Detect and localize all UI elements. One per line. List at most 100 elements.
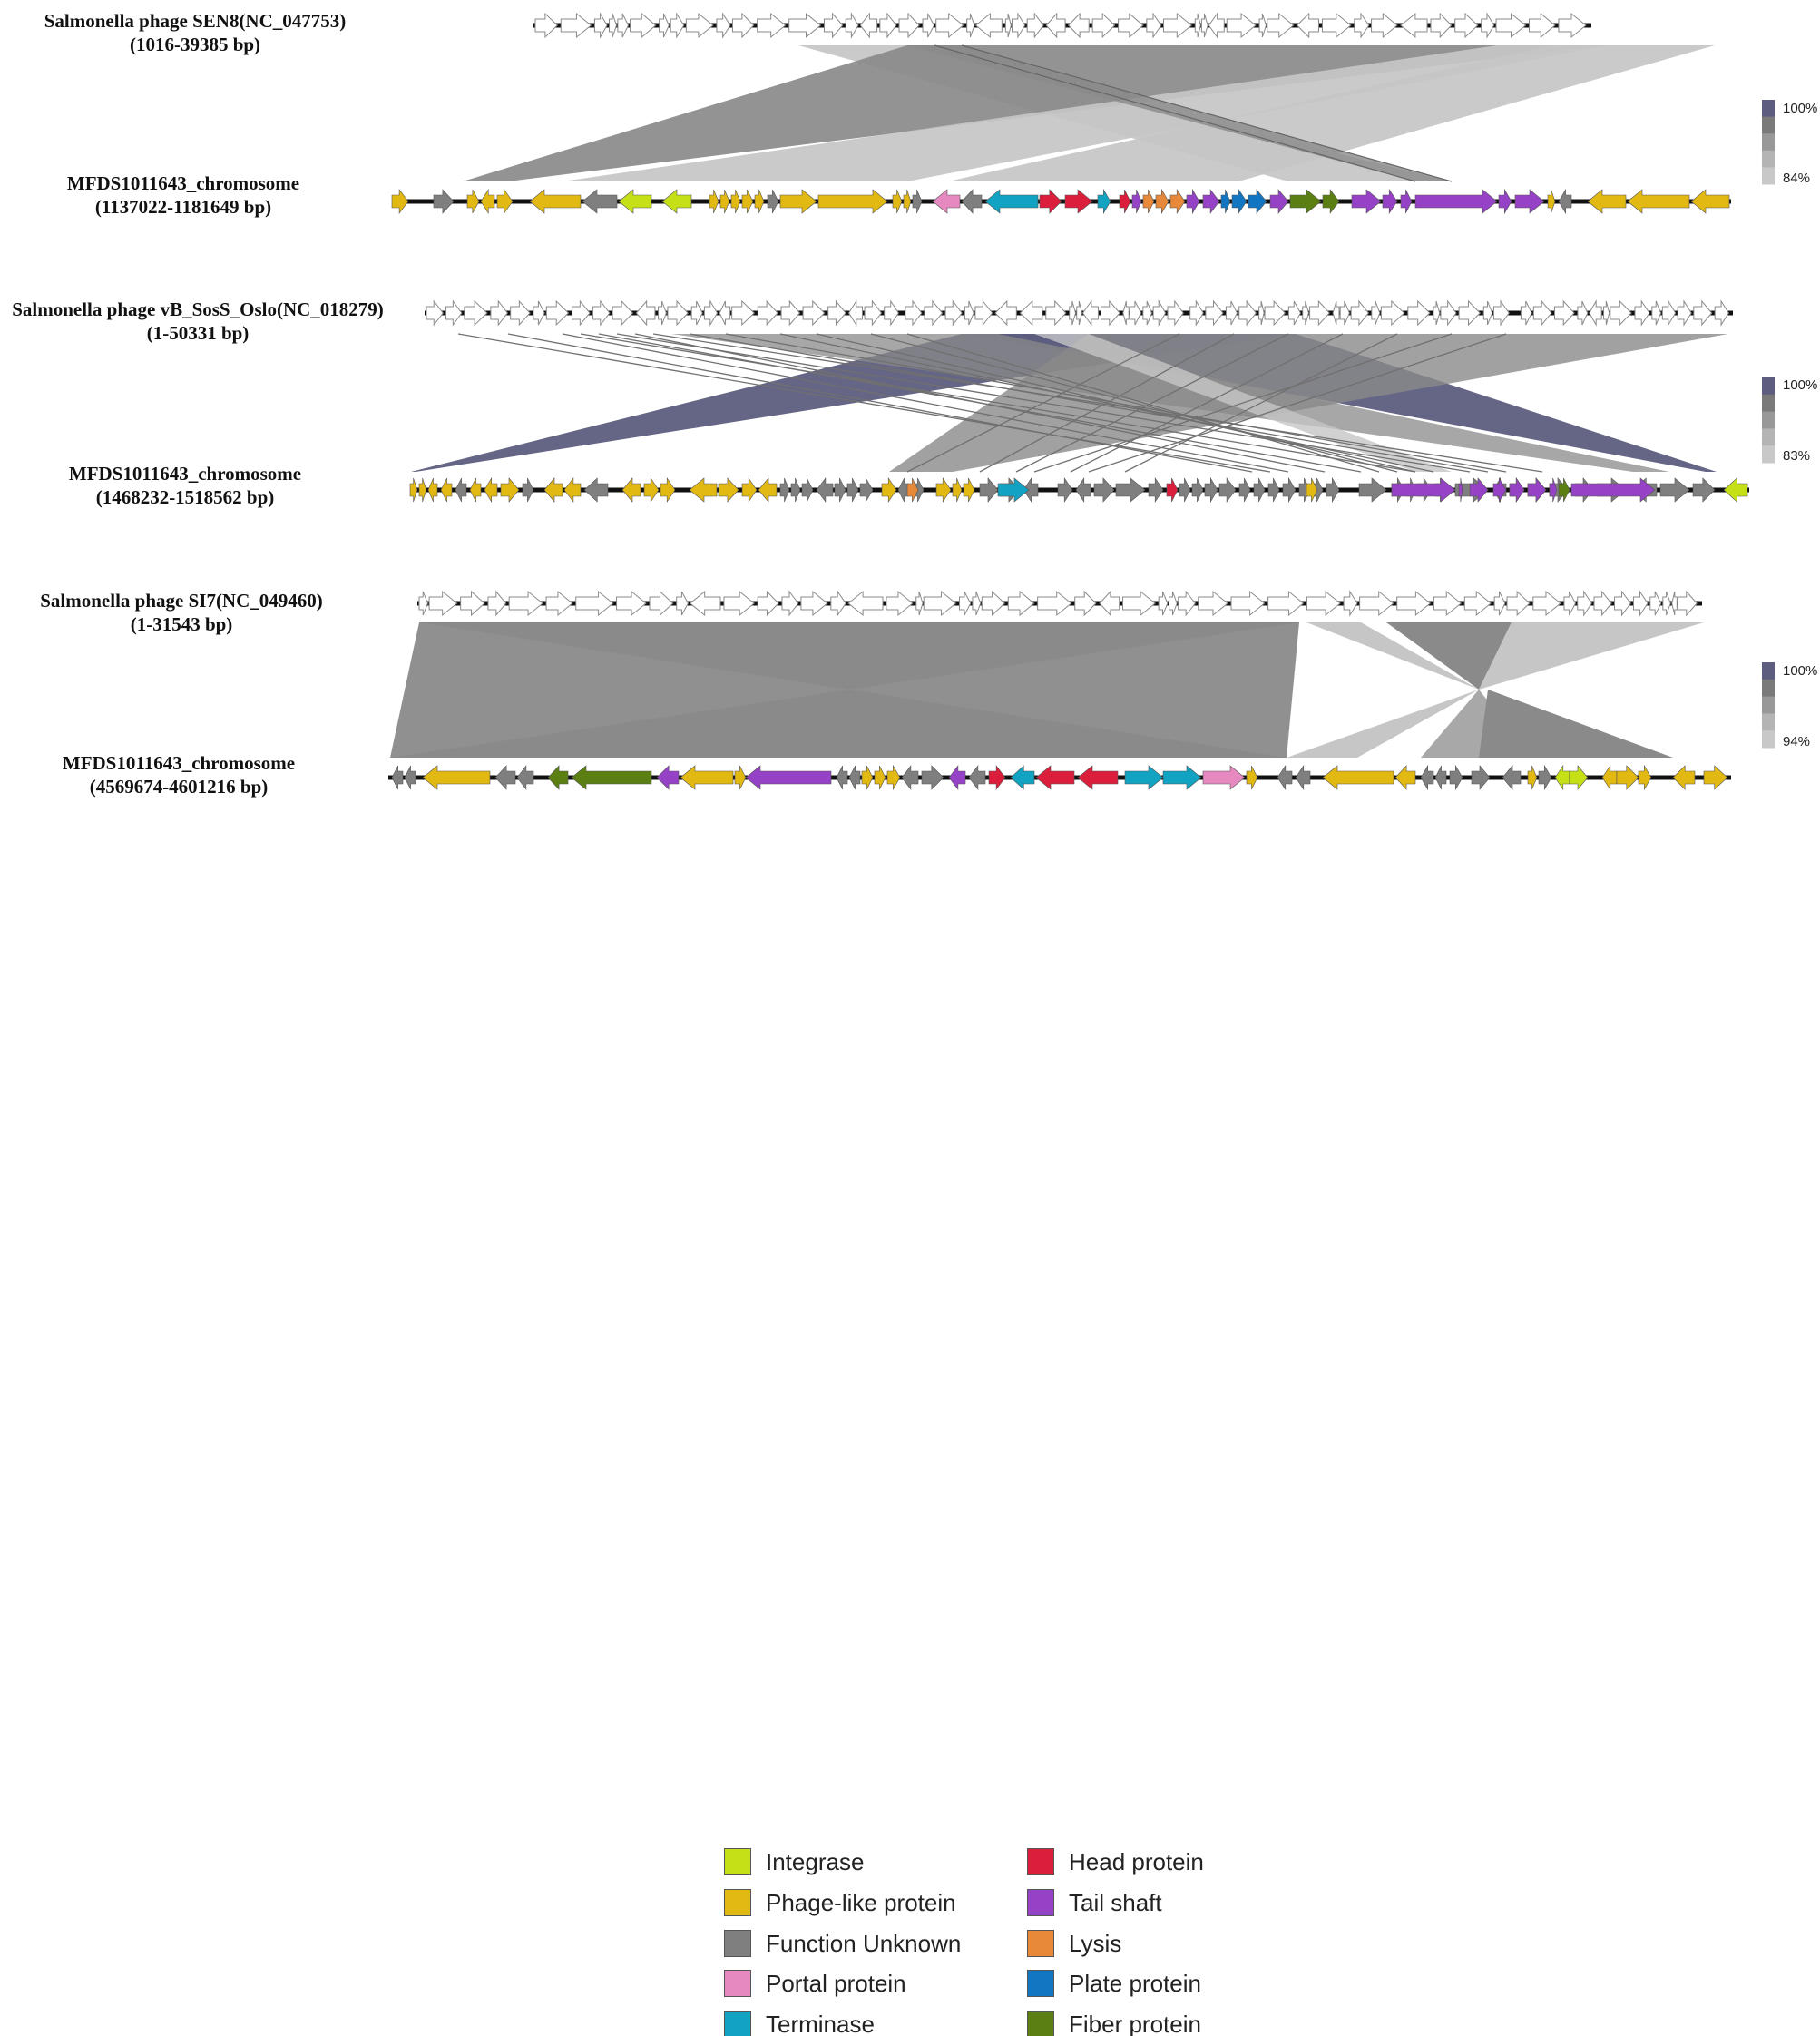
panel3-identity-scale-step [1762, 730, 1775, 749]
panel2-bottom-overlay-gene [1492, 476, 1507, 504]
panel3-top-gene [1074, 590, 1097, 617]
panel1-bottom-gene [1155, 188, 1169, 215]
genome-alignment-svg [388, 12, 1775, 791]
panel2-bottom-gene [881, 477, 897, 503]
panel3-bottom-gene [1322, 765, 1394, 790]
panel2-top-gene [1045, 299, 1067, 327]
panel1-top-gene [879, 12, 897, 39]
panel3-bottom-gene [1295, 765, 1311, 790]
panel3-top-gene [1649, 591, 1662, 616]
panel1-top-gene [1481, 12, 1495, 39]
panel2-top-gene [1458, 299, 1481, 327]
panel2-top-gene [864, 299, 883, 327]
panel2-bottom-gene [758, 477, 778, 503]
legend-swatch [1027, 1970, 1054, 1997]
panel2-bottom-gene [1659, 477, 1690, 503]
panel1-bottom-gene [529, 189, 582, 214]
panel3-top-gene [1593, 590, 1612, 617]
panel2-alignment-link [457, 333, 1271, 473]
panel2-alignment-link [1070, 333, 1344, 473]
panel1-bottom-gene [1186, 188, 1200, 215]
panel3-top-gene [886, 590, 914, 617]
panel2-top-gene [780, 299, 801, 327]
panel2-top-gene [1189, 299, 1204, 327]
panel3-bottom-gene [1569, 765, 1589, 790]
panel3-top-gene [508, 590, 543, 617]
panel1-top-gene [845, 12, 859, 39]
panel1-top-gene [731, 12, 755, 39]
panel3-top-gene [1158, 591, 1169, 616]
panel3-bottom-gene [1638, 764, 1652, 791]
panel2-top-gene [533, 300, 545, 326]
panel1-bottom-gene [618, 189, 652, 214]
panel2-top-gene [1339, 300, 1350, 326]
panel1-bottom-gene [1547, 189, 1556, 214]
panel3-bottom-gene [734, 765, 747, 790]
panel1-top-gene [593, 12, 608, 39]
panel2-bottom-overlay-gene [1391, 477, 1456, 503]
legend-label: Plate protein [1069, 1970, 1201, 1997]
panel1-bottom-gene [496, 189, 514, 214]
panel3-bottom-gene [836, 765, 848, 790]
panel2-scale-max: 100% [1783, 377, 1818, 393]
panel3-top-gene [757, 590, 779, 617]
panel2-alignment-link [634, 333, 1326, 473]
panel1-bottom-gene [1587, 189, 1627, 214]
panel2-top-gene [1167, 299, 1184, 327]
panel3-bottom-gene [968, 765, 986, 790]
panel3-top-gene [781, 590, 799, 617]
panel3-bottom-gene [1502, 765, 1522, 790]
panel2-top-gene [847, 299, 863, 327]
panel2-bottom-gene [1023, 477, 1039, 503]
panel2-alignment-link [906, 333, 1380, 473]
panel1-bottom-gene [719, 189, 730, 214]
panel1-top-gene [1430, 12, 1453, 39]
panel1-bottom-gene [912, 189, 923, 214]
panel3-bottom-gene [1010, 765, 1035, 790]
panel3-bottom-gene [1077, 765, 1119, 790]
panel1-top-gene [1226, 12, 1257, 39]
panel3-top-gene [1122, 590, 1156, 617]
panel2-alignment-link [689, 333, 1489, 473]
panel1-top-gene [617, 13, 630, 38]
panel1-top-genome-label: Salmonella phage SEN8(NC_047753)(1016-39… [44, 10, 347, 55]
panel3-top-gene [1506, 590, 1531, 617]
panel2-bottom-overlay-gene [1558, 477, 1570, 503]
panel3-top-gene [800, 590, 828, 617]
panel2-bottom-gene [455, 477, 467, 503]
panel2-top-gene [1589, 299, 1602, 327]
panel2-bottom-overlay-gene [1549, 477, 1558, 503]
panel1-top-gene [1354, 12, 1370, 39]
panel3-bottom-gene [1434, 765, 1447, 790]
panel3-top-gene [487, 590, 507, 617]
panel1-bottom-gene [1351, 189, 1382, 214]
panel1-bottom-gene [903, 189, 912, 214]
panel2-bottom-gene [660, 477, 676, 503]
legend-swatch [724, 1848, 751, 1875]
panel1-bottom-gene [1248, 189, 1267, 214]
panel2-top-gene [1129, 300, 1142, 326]
panel2-bottom-gene [1057, 477, 1073, 503]
panel2-bottom-gene [440, 477, 453, 503]
panel2-top-gene [719, 300, 731, 326]
panel3-bottom-gene [1672, 765, 1696, 790]
panel2-top-gene [1433, 300, 1441, 326]
panel1-bottom-gene [1169, 189, 1186, 214]
comparative-genome-diagram: Salmonella phage SEN8(NC_047753)(1016-39… [12, 10, 1818, 2036]
panel1-identity-scale-step [1762, 167, 1775, 185]
panel1-bottom-gene [1142, 189, 1155, 214]
panel3-bottom-gene [1538, 764, 1552, 791]
panel3-top-gene [616, 590, 647, 617]
panel3-top-gene [1198, 590, 1228, 617]
panel1-bottom-gene [741, 189, 754, 214]
panel2-top-gene [1287, 300, 1302, 326]
panel2-top-gene [1407, 299, 1431, 327]
panel1-bottom-gene [466, 189, 480, 214]
panel3-bottom-gene [1601, 765, 1618, 790]
panel1-scale-min: 84% [1783, 171, 1811, 186]
panel3-top-gene [1169, 591, 1178, 616]
panel3-top-gene [1532, 590, 1561, 617]
panel2-alignment-link [870, 333, 1398, 473]
panel1-top-gene [757, 12, 787, 39]
legend-swatch [724, 2011, 751, 2036]
